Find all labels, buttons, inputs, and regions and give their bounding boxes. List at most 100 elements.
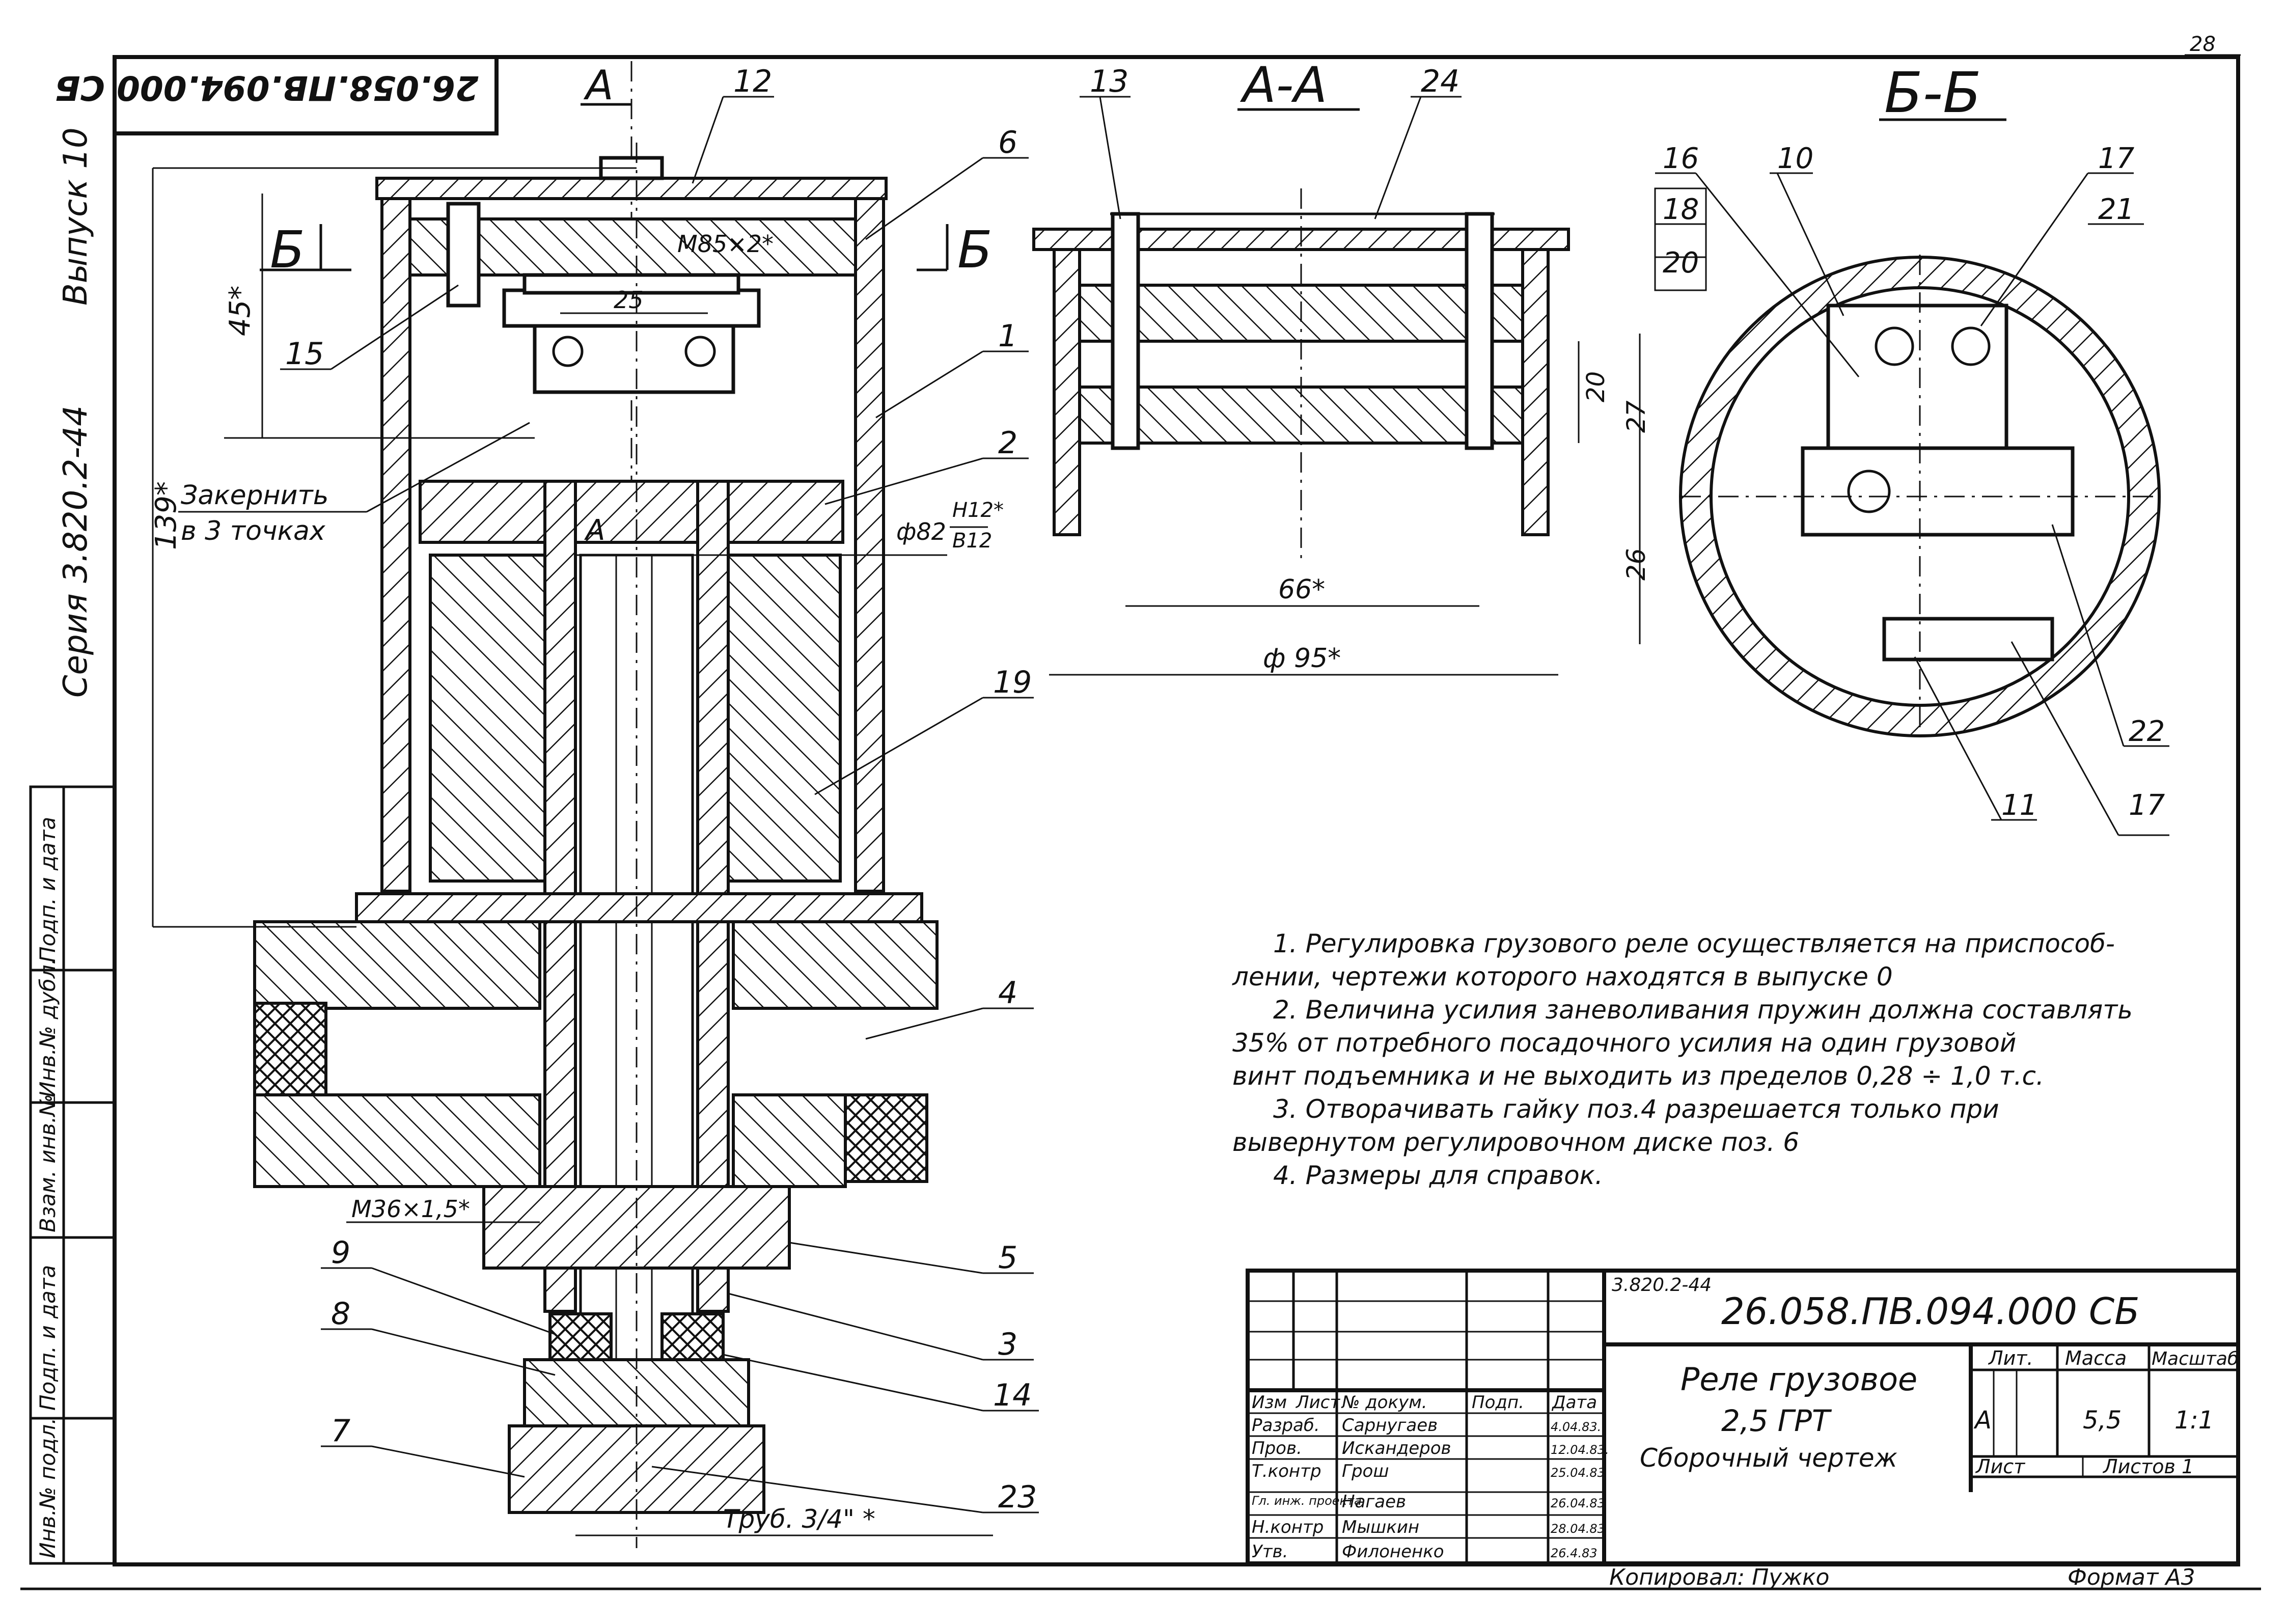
main-section-view: А: [253, 61, 939, 1548]
date-6: 26.4.83: [1551, 1546, 1598, 1560]
punch-line2: в 3 точках: [181, 516, 326, 546]
name-4: Нагаев: [1342, 1492, 1406, 1512]
section-aa-title: А-А: [1240, 57, 1327, 114]
callout-18: 18: [1663, 193, 1699, 226]
callout-16: 16: [1663, 142, 1699, 175]
marker-b-right: Б: [957, 220, 993, 280]
dim-thread-bottom: М36×1,5*: [351, 1195, 470, 1223]
title-line-2: 2,5 ГРТ: [1721, 1403, 1832, 1438]
lit-value: А: [1973, 1406, 1992, 1435]
callout-8: 8: [331, 1296, 350, 1332]
dim-fit-upper: H12*: [952, 499, 1004, 522]
stamp-cell-5: Инв.№ подл.: [35, 1418, 60, 1558]
role-1: Разраб.: [1252, 1415, 1320, 1436]
callout-17-top: 17: [2098, 142, 2135, 175]
title-block: Изм Лист № докум. Подп. Дата Разраб. Сар…: [1246, 1269, 2240, 1565]
main-dimensions: 139* 45* Б Б М85×2* 25 Закернить в 3 точ…: [150, 167, 1004, 1536]
dim-fit-lower: B12: [952, 529, 992, 553]
footer-copied: Копировал: Пужко: [1609, 1564, 1829, 1590]
sheet-label: Лист: [1975, 1455, 2026, 1478]
name-2: Искандеров: [1342, 1438, 1451, 1458]
dim-25: 25: [614, 286, 644, 314]
role-6: Утв.: [1252, 1542, 1288, 1562]
footer-format: Формат А3: [2068, 1564, 2195, 1590]
dim-66: 66*: [1278, 574, 1325, 605]
callout-14: 14: [993, 1378, 1032, 1413]
title-doc-number: 26.058.ПВ.094.000 СБ: [1721, 1290, 2140, 1333]
dim-26: 26: [1621, 548, 1651, 581]
callout-17-bottom: 17: [2129, 789, 2165, 822]
series-label: Серия 3.820.2-44: [57, 405, 95, 698]
dim-27: 27: [1621, 400, 1651, 433]
col-date: Дата: [1551, 1392, 1597, 1413]
col-list: Лист: [1295, 1392, 1340, 1413]
note-line-3: 2. Величина усилия заневоливания пружин …: [1273, 995, 2133, 1025]
callout-3: 3: [998, 1327, 1017, 1362]
role-4: Гл. инж. проекта: [1252, 1494, 1362, 1508]
date-4: 26.04.83: [1551, 1496, 1605, 1510]
callout-2: 2: [998, 425, 1017, 461]
notes-block: 1. Регулировка грузового реле осуществля…: [1232, 929, 2133, 1190]
note-line-4: 35% от потребного посадочного усилия на …: [1232, 1028, 2016, 1058]
role-5: Н.контр: [1252, 1517, 1324, 1537]
callout-13: 13: [1090, 64, 1128, 99]
stamp-cell-4: Подп. и дата: [35, 1265, 60, 1411]
lit-header: Лит.: [1988, 1347, 2033, 1369]
callout-23: 23: [998, 1479, 1037, 1515]
main-callouts: 12 6 15 1 2 19 4 5 9 8 3 14 7 23: [280, 64, 1039, 1515]
note-line-7: вывернутом регулировочном диске поз. 6: [1232, 1127, 1799, 1157]
section-bb-title: Б-Б: [1884, 60, 1981, 125]
note-line-8: 4. Размеры для справок.: [1273, 1161, 1603, 1190]
callout-22: 22: [2129, 715, 2165, 748]
name-6: Филоненко: [1342, 1542, 1444, 1562]
col-doc: № докум.: [1341, 1392, 1427, 1413]
mass-header: Масса: [2065, 1347, 2127, 1369]
series-ref: 3.820.2-44: [1612, 1275, 1712, 1296]
stamp-cell-3: Взам. инв.№: [35, 1094, 60, 1232]
callout-11: 11: [2001, 789, 2037, 822]
callout-21: 21: [2098, 193, 2134, 226]
mass-value: 5,5: [2083, 1406, 2122, 1435]
title-line-1: Реле грузовое: [1681, 1361, 1917, 1398]
stamp-cell-1: Подп. и дата: [35, 817, 60, 962]
dim-45: 45*: [224, 286, 257, 336]
callout-7: 7: [331, 1413, 350, 1449]
date-2: 12.04.83.: [1551, 1443, 1609, 1457]
date-5: 28.04.83: [1551, 1522, 1605, 1536]
callout-4: 4: [998, 975, 1017, 1011]
note-line-2: лении, чертежи которого находятся в выпу…: [1232, 962, 1893, 992]
dim-139: 139*: [150, 481, 183, 550]
role-3: Т.контр: [1252, 1461, 1321, 1481]
dim-pipe: Труб. 3/4" *: [723, 1504, 875, 1534]
callout-9: 9: [331, 1235, 350, 1271]
dim-diameter-82: ф82: [896, 518, 946, 545]
dim-95: ф 95*: [1263, 643, 1341, 674]
name-1: Сарнугаев: [1342, 1415, 1438, 1436]
callout-5: 5: [998, 1240, 1017, 1276]
note-line-1: 1. Регулировка грузового реле осуществля…: [1273, 929, 2115, 958]
callout-24: 24: [1421, 64, 1459, 99]
scale-value: 1:1: [2174, 1406, 2214, 1435]
page-number: 28: [2190, 33, 2216, 56]
note-line-5: винт подъемника и не выходить из предело…: [1232, 1061, 2044, 1091]
callout-12: 12: [733, 64, 772, 99]
callout-10: 10: [1777, 142, 1813, 175]
callout-6: 6: [998, 125, 1017, 160]
stamp-cell-2: Инв.№ дубл.: [35, 958, 60, 1097]
col-sign: Подп.: [1472, 1392, 1524, 1413]
dim-thread-top: М85×2*: [677, 230, 774, 258]
date-1: 4.04.83.: [1551, 1420, 1601, 1434]
title-line-3: Сборочный чертеж: [1640, 1443, 1897, 1473]
rotated-doc-number-box: 26.058.ПВ.094.000 СБ: [54, 55, 499, 135]
left-stamp: Подп. и дата Инв.№ дубл. Взам. инв.№ Под…: [29, 785, 116, 1565]
name-3: Грош: [1342, 1461, 1389, 1481]
callout-20: 20: [1663, 246, 1699, 280]
col-izm: Изм: [1252, 1392, 1287, 1413]
section-aa-view: А-А 20 66* ф 95* 13 24: [1032, 57, 1610, 676]
scale-header: Масштаб: [2152, 1348, 2239, 1369]
release-label: Выпуск 10: [57, 127, 95, 306]
sheets-label: Листов 1: [2102, 1455, 2194, 1478]
marker-a-small: А: [584, 514, 605, 547]
callout-1: 1: [998, 318, 1017, 354]
